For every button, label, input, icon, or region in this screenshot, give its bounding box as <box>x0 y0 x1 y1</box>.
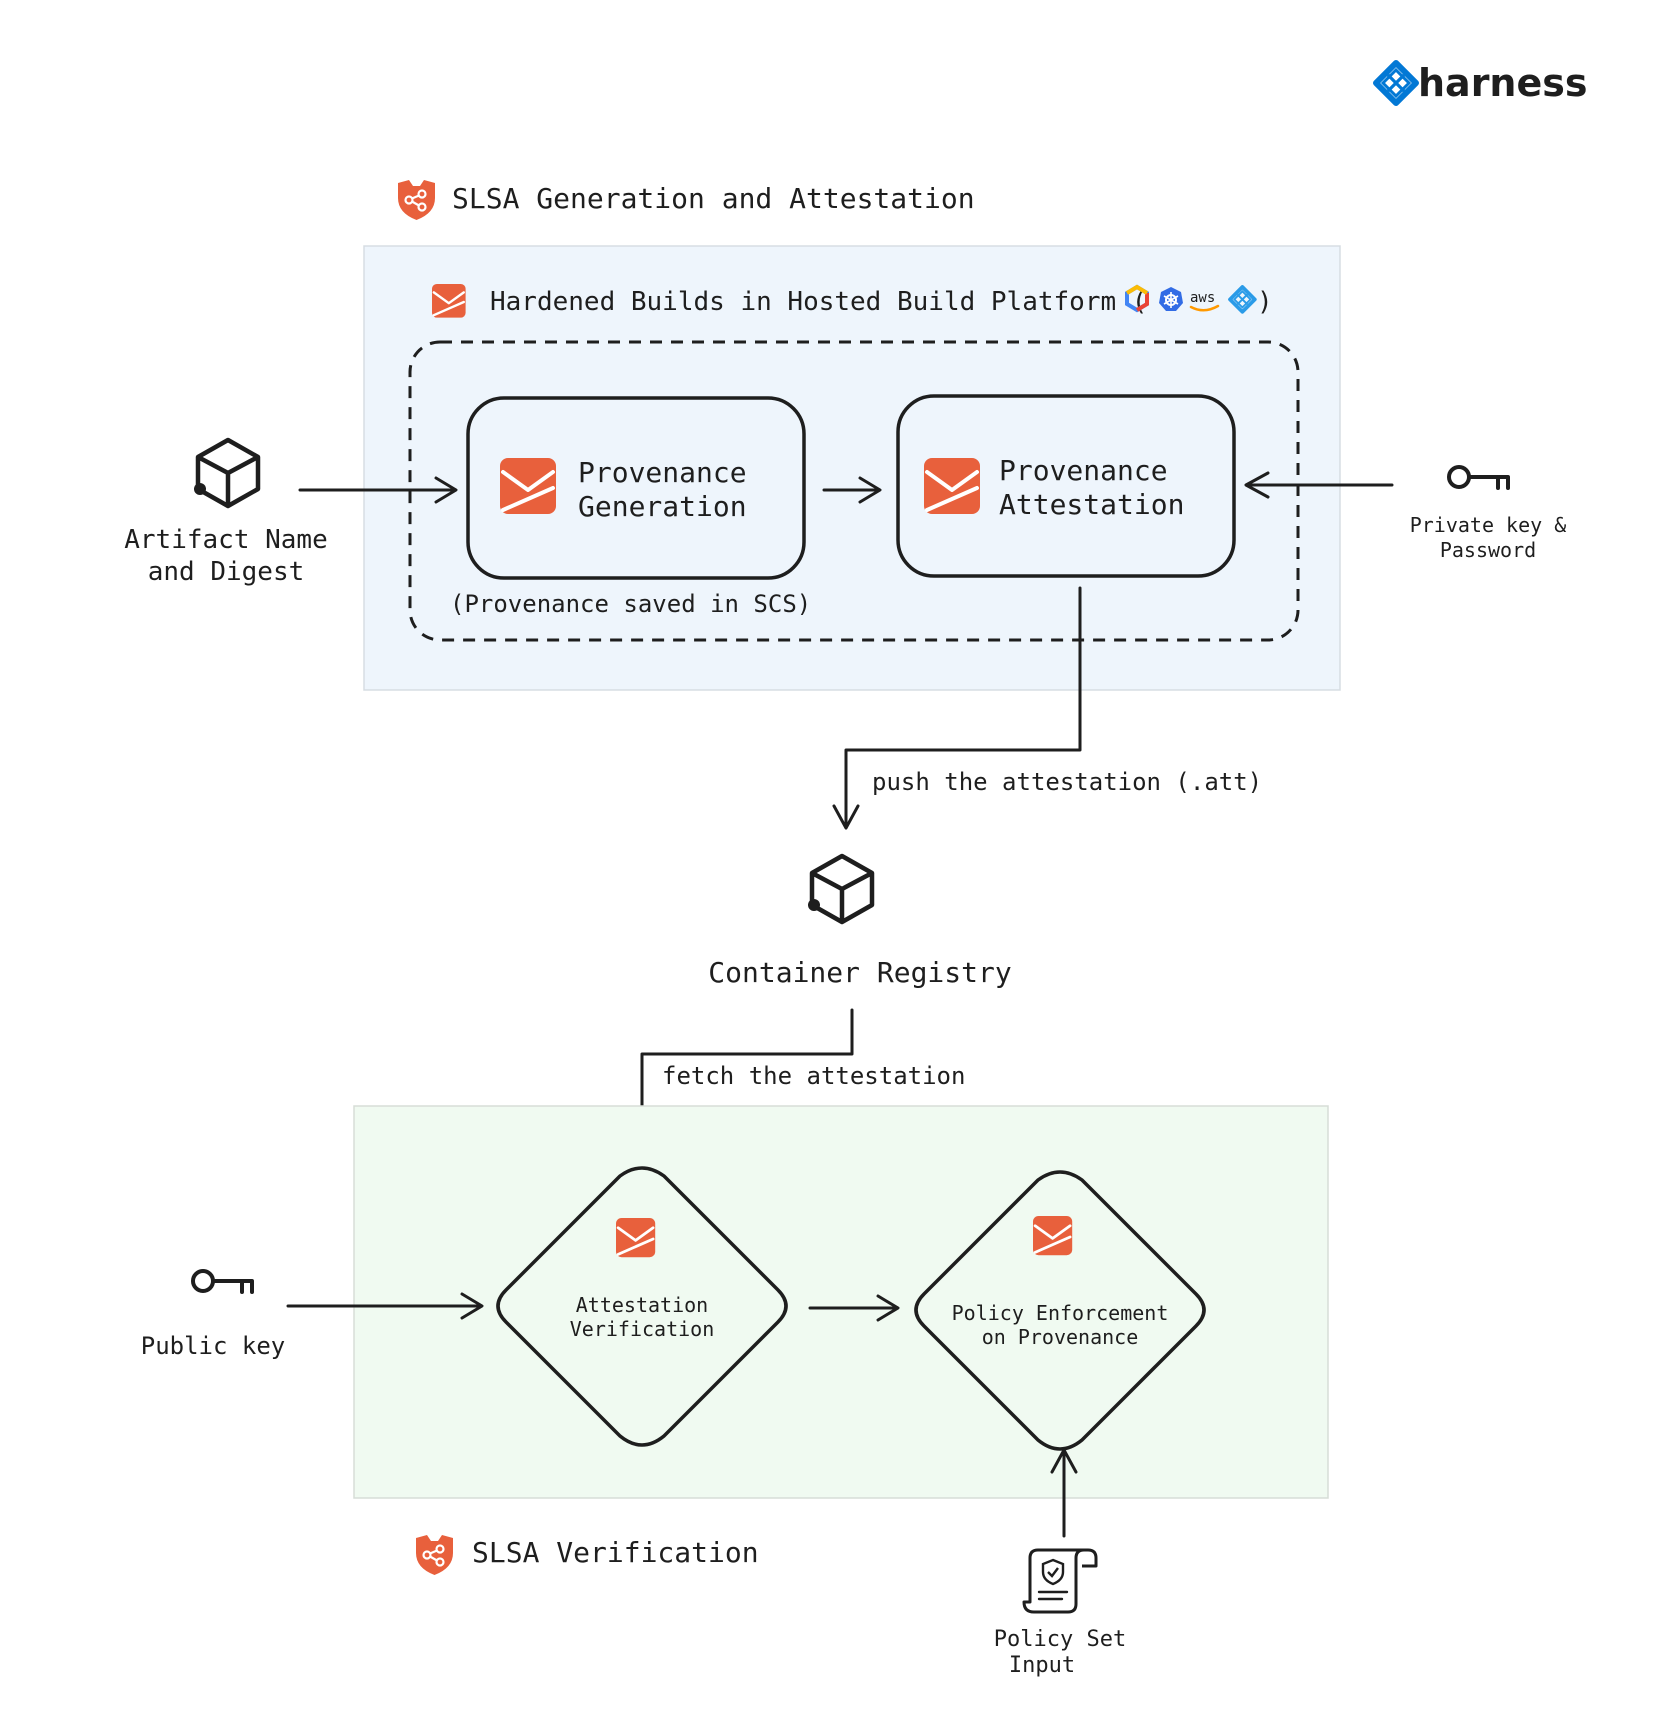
arrow-artifact-to-generation <box>298 476 458 504</box>
policy-enforcement-label-2: on Provenance <box>982 1325 1139 1349</box>
policy-set-label-1: Policy Set <box>994 1627 1126 1652</box>
private-key-label-2: Password <box>1440 538 1536 562</box>
kubernetes-icon <box>1159 287 1183 311</box>
generation-section-title: SLSA Generation and Attestation <box>452 182 975 215</box>
platform-title: Hardened Builds in Hosted Build Platform… <box>490 287 1147 317</box>
verification-section-title: SLSA Verification <box>472 1536 759 1569</box>
mail-icon <box>498 456 558 516</box>
policy-enforcement-label-1: Policy Enforcement <box>952 1301 1169 1325</box>
harness-logo-icon <box>1376 63 1416 103</box>
private-key-icon <box>1447 465 1510 490</box>
policy-set-label-2: Input <box>1009 1653 1075 1678</box>
policy-scroll-icon <box>1022 1548 1098 1614</box>
provenance-saved-label: (Provenance saved in SCS) <box>450 590 811 618</box>
mail-icon <box>1031 1214 1074 1257</box>
registry-cube-icon <box>808 856 872 922</box>
aws-label: aws <box>1190 290 1215 306</box>
attestation-verification-label-1: Attestation <box>576 1293 708 1317</box>
aws-icon: aws <box>1189 290 1220 312</box>
attestation-verification-label-2: Verification <box>570 1317 715 1341</box>
arrow-generation-to-attestation <box>822 476 882 504</box>
arrow-policyset-to-policy <box>1050 1448 1078 1538</box>
slsa-shield-icon <box>414 1533 455 1577</box>
provenance-generation-node: Provenance Generation <box>466 396 806 580</box>
provenance-generation-label-1: Provenance <box>578 456 747 489</box>
public-key-icon <box>191 1269 254 1294</box>
mail-icon <box>922 456 982 516</box>
registry-label: Container Registry <box>708 956 1011 989</box>
public-key-label: Public key <box>141 1332 286 1360</box>
fetch-edge-label: fetch the attestation <box>662 1062 965 1090</box>
private-key-label-1: Private key & <box>1410 513 1567 537</box>
google-cloud-icon <box>1125 284 1149 313</box>
provenance-generation-label-2: Generation <box>578 490 747 523</box>
artifact-label-2: and Digest <box>148 557 305 587</box>
platform-mail-icon <box>430 282 467 319</box>
arrow-key-to-attestation <box>1244 471 1394 499</box>
trusted-boundary <box>408 340 1300 642</box>
push-edge-label: push the attestation (.att) <box>872 768 1262 796</box>
artifact-cube-icon <box>194 440 258 506</box>
arrow-verification-to-policy <box>808 1294 900 1322</box>
harness-logo: harness <box>1376 61 1588 105</box>
provenance-attestation-node: Provenance Attestation <box>896 394 1236 578</box>
harness-logo-text: harness <box>1418 61 1588 105</box>
provenance-attestation-label-1: Provenance <box>999 454 1168 487</box>
arrow-key-to-verification <box>286 1292 484 1320</box>
attestation-verification-node: Attestation Verification <box>496 1166 788 1447</box>
policy-enforcement-node: Policy Enforcement on Provenance <box>914 1170 1206 1451</box>
mail-icon <box>614 1216 657 1259</box>
platform-title-close: ) <box>1257 287 1273 317</box>
slsa-shield-icon <box>396 178 437 222</box>
artifact-label-1: Artifact Name <box>124 525 328 555</box>
arrow-attestation-to-registry <box>832 586 1082 830</box>
provenance-attestation-label-2: Attestation <box>999 488 1184 521</box>
